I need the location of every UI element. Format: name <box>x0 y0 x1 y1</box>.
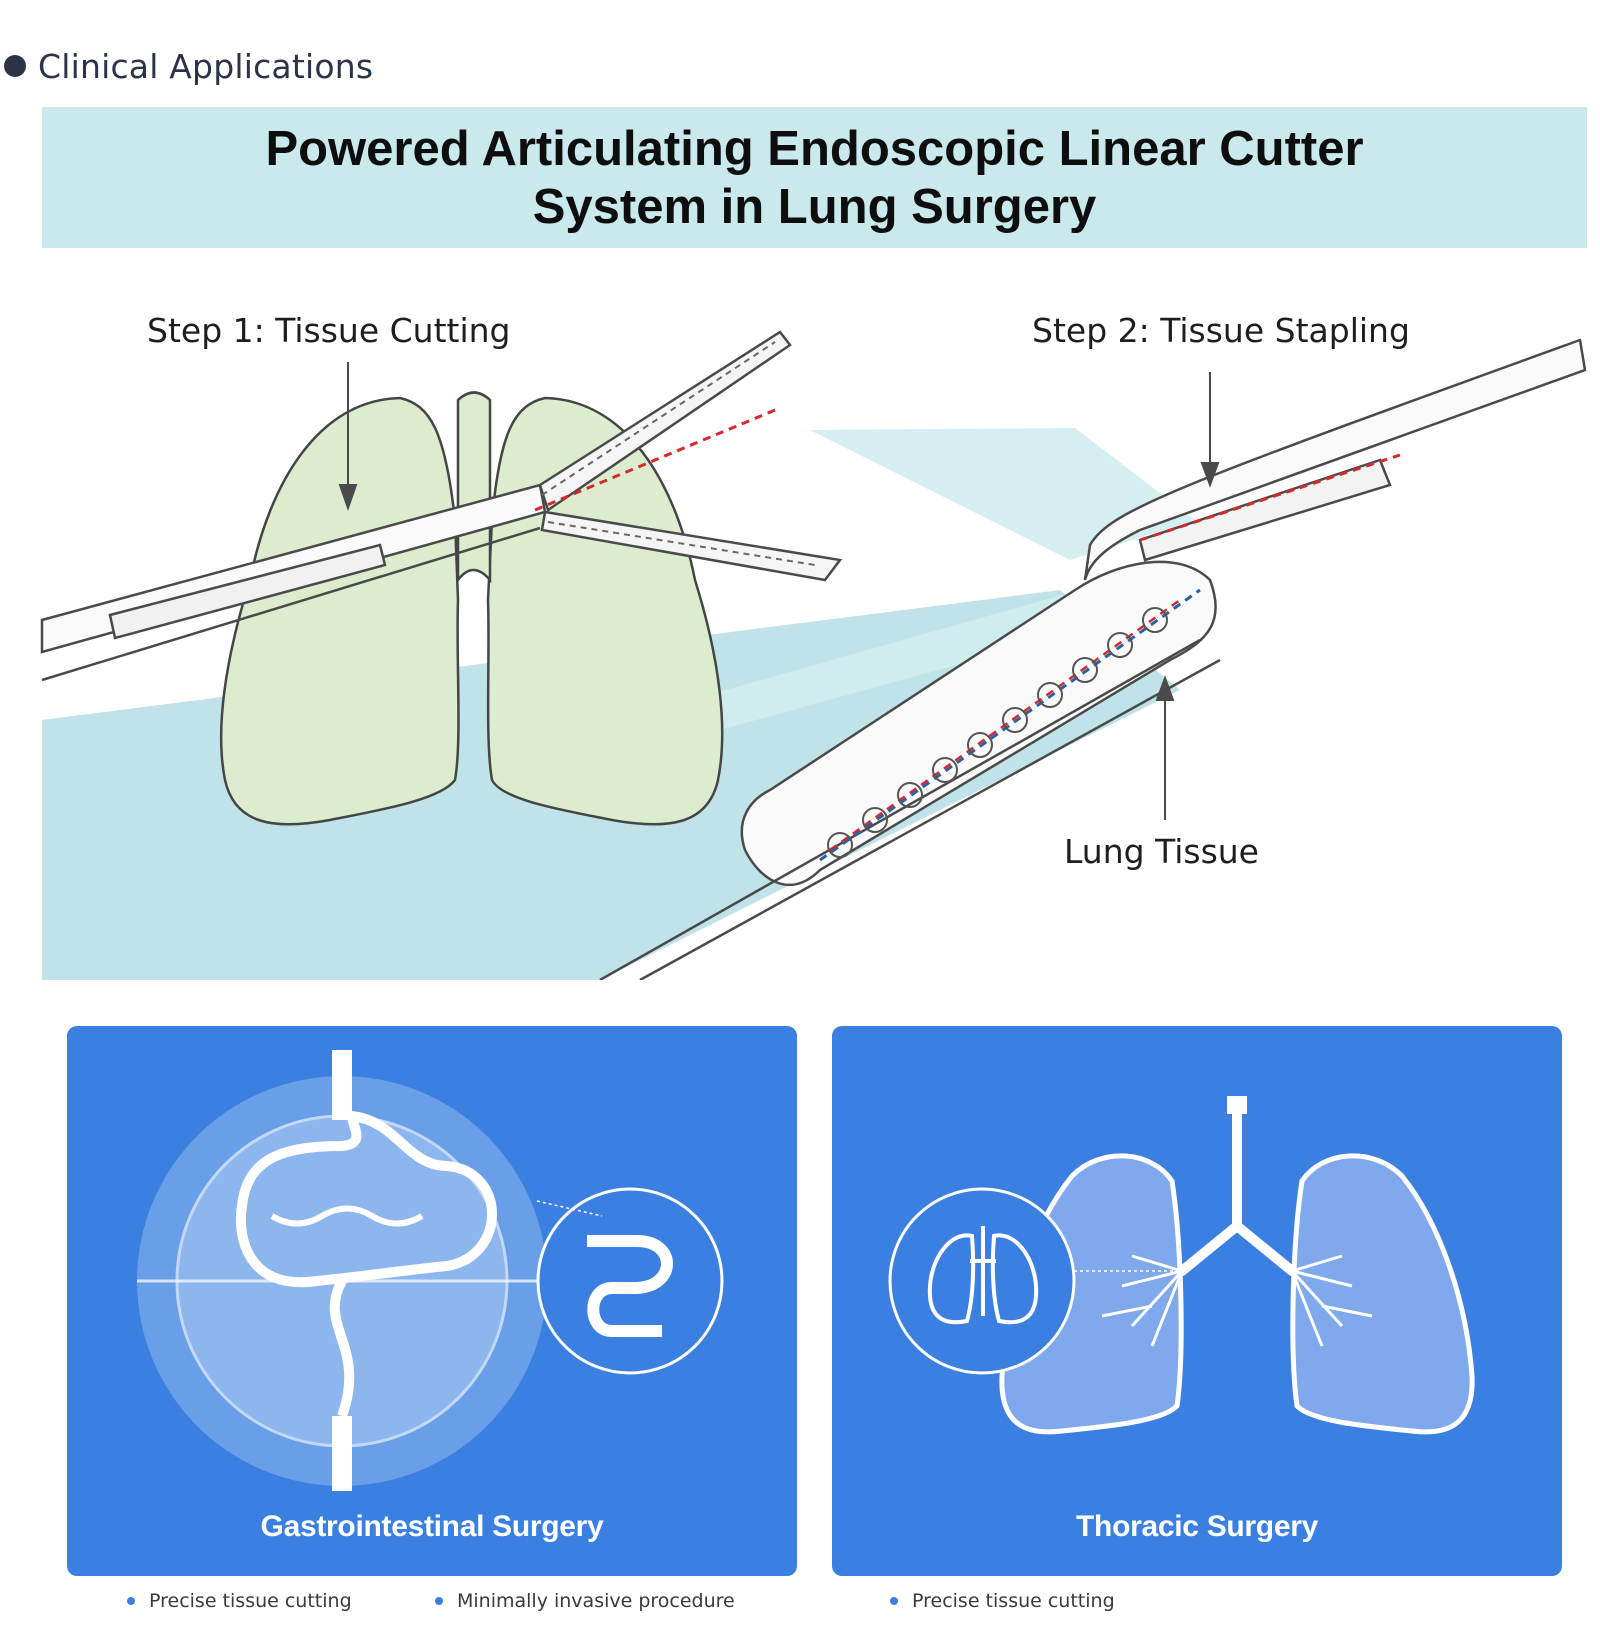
cutter-instrument <box>40 330 843 682</box>
section-bullet-icon <box>4 55 26 77</box>
card-thoracic: Thoracic Surgery <box>832 1026 1562 1576</box>
stapler-instrument <box>599 338 1587 980</box>
title-line-1: Powered Articulating Endoscopic Linear C… <box>265 121 1364 176</box>
feature-item: Precise tissue cutting <box>127 1590 435 1612</box>
staple-row <box>827 607 1168 858</box>
lung-tissue-label: Lung Tissue <box>1064 832 1259 871</box>
feature-item: Precise tissue cutting <box>890 1590 1115 1612</box>
feature-text: Minimally invasive procedure <box>457 1590 735 1612</box>
intestine-icon <box>587 1235 673 1337</box>
card-gastrointestinal: Gastrointestinal Surgery <box>67 1026 797 1576</box>
left-lung <box>219 396 460 826</box>
card-title-gastrointestinal: Gastrointestinal Surgery <box>260 1510 604 1543</box>
small-lungs-icon <box>927 1226 1039 1325</box>
step1-label: Step 1: Tissue Cutting <box>147 311 511 350</box>
cut-line <box>534 406 781 512</box>
arrow-step2 <box>1200 372 1220 488</box>
step2-label: Step 2: Tissue Stapling <box>1032 311 1410 350</box>
title-line-2: System in Lung Surgery <box>532 179 1097 234</box>
thoracic-illustration <box>888 1096 1475 1435</box>
gi-illustration <box>137 1050 724 1491</box>
title-banner: Powered Articulating Endoscopic Linear C… <box>42 107 1587 248</box>
surgery-illustration: Step 1: Tissue Cutting Step 2: Tissue St… <box>40 311 1587 980</box>
section-label: Clinical Applications <box>38 46 374 86</box>
feature-text: Precise tissue cutting <box>149 1590 352 1612</box>
light-beam <box>810 428 1195 560</box>
arrow-tissue <box>1155 675 1175 820</box>
light-beam-lower <box>690 590 1120 730</box>
feature-text: Precise tissue cutting <box>912 1590 1115 1612</box>
cut-line-2 <box>1139 453 1401 542</box>
large-right-lung-icon <box>1290 1153 1475 1435</box>
feature-list-gastrointestinal: Precise tissue cutting Minimally invasiv… <box>127 1590 735 1612</box>
section-header: Clinical Applications <box>4 44 373 88</box>
bullet-icon <box>435 1597 443 1605</box>
bullet-icon <box>127 1597 135 1605</box>
staple-line <box>819 588 1201 862</box>
feature-item: Minimally invasive procedure <box>435 1590 735 1612</box>
arrow-step1 <box>338 362 358 512</box>
bullet-icon <box>890 1597 898 1605</box>
card-title-thoracic: Thoracic Surgery <box>1076 1510 1318 1543</box>
feature-list-thoracic: Precise tissue cutting <box>890 1590 1115 1612</box>
stomach-icon <box>235 1110 497 1288</box>
